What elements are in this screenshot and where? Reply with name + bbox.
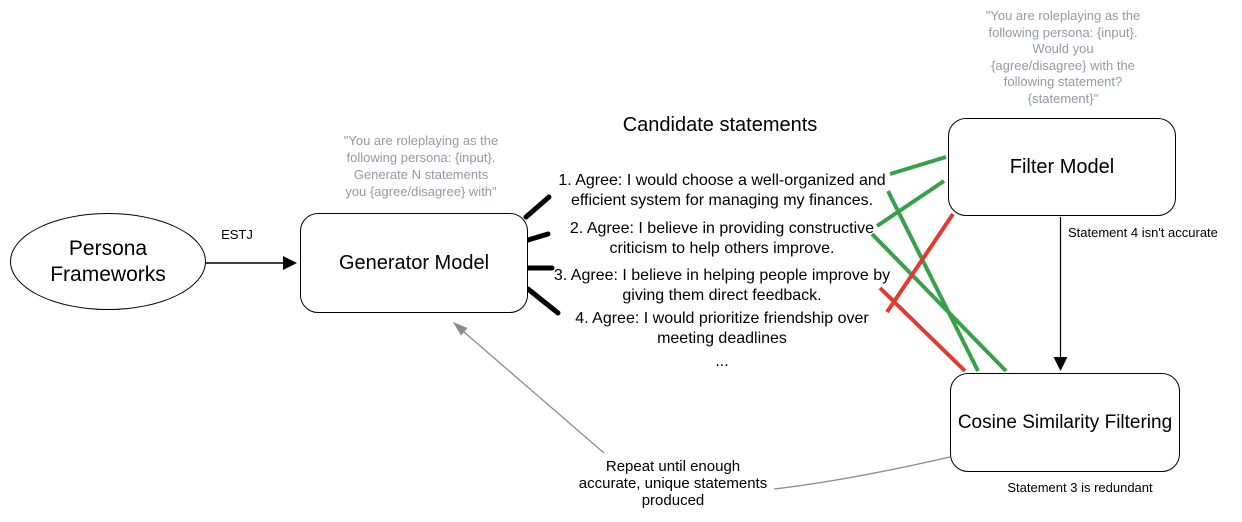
- candidate-statement-4: 4. Agree: I would prioritize friendship …: [542, 309, 902, 349]
- generator-prompt-line: "You are roleplaying as the: [343, 133, 499, 148]
- statement-line: meeting deadlines: [657, 330, 787, 347]
- statement2-to-filter-green-line: [875, 179, 946, 228]
- statements-ellipsis: ...: [715, 353, 729, 370]
- generator-model-label: Generator Model: [338, 251, 490, 274]
- filter-prompt-line: following statement?: [1003, 74, 1123, 89]
- statement-line: criticism to help others improve.: [609, 240, 835, 257]
- repeat-loop-note: Repeat until enough accurate, unique sta…: [553, 458, 793, 509]
- statement1-to-filter-green-line: [889, 155, 947, 176]
- statement-line: 1. Agree: I would choose a well-organize…: [558, 172, 886, 189]
- filter-prompt-line: {agree/disagree} with the: [991, 57, 1135, 73]
- candidate-statements-heading: Candidate statements: [622, 114, 818, 136]
- filter-prompt-text: "You are roleplaying as the following pe…: [960, 8, 1166, 107]
- note-to-generator-arrowhead: [453, 322, 468, 336]
- generator-prompt-text: "You are roleplaying as the following pe…: [318, 132, 524, 200]
- generator-prompt-line: Generate N statements: [353, 167, 489, 182]
- persona-frameworks-node: Persona Frameworks: [10, 213, 206, 310]
- generator-model-node: Generator Model: [300, 213, 528, 313]
- repeat-note-line: Repeat until enough: [605, 458, 741, 475]
- repeat-note-line: produced: [641, 492, 705, 509]
- candidate-statement-1: 1. Agree: I would choose a well-organize…: [542, 171, 902, 211]
- generator-fanout-tick-2: [525, 231, 551, 243]
- filter-model-label: Filter Model: [1009, 155, 1115, 178]
- filter-prompt-line: "You are roleplaying as the: [985, 8, 1141, 23]
- persona-to-generator-arrowhead: [283, 256, 297, 270]
- statement-line: 4. Agree: I would prioritize friendship …: [575, 310, 869, 327]
- filter-to-statement4-red-line: [885, 212, 955, 314]
- cosine-similarity-label: Cosine Similarity Filtering: [957, 411, 1173, 433]
- cosine-rejection-note: Statement 3 is redundant: [1007, 480, 1153, 495]
- generator-fanout-tick-4: [525, 286, 561, 316]
- filter-prompt-line: following persona: {input}.: [988, 24, 1138, 40]
- filter-rejection-note: Statement 4 isn't accurate: [1068, 225, 1218, 240]
- filter-prompt-line: Would you: [1032, 41, 1094, 56]
- filter-model-node: Filter Model: [948, 118, 1176, 216]
- statement-line: efficient system for managing my finance…: [570, 192, 874, 209]
- generator-prompt-line: following persona: {input}.: [346, 150, 496, 165]
- note-to-generator-gray-line: [463, 331, 605, 454]
- cosine-to-note-gray-line: [773, 456, 951, 490]
- repeat-note-line: accurate, unique statements: [578, 475, 768, 492]
- statement3-to-cosine-red-line: [878, 286, 967, 373]
- persona-frameworks-label: Persona Frameworks: [50, 236, 166, 286]
- statement-line: giving them direct feedback.: [622, 287, 822, 304]
- cosine-similarity-node: Cosine Similarity Filtering: [950, 373, 1180, 472]
- generator-fanout-tick-1: [523, 194, 552, 220]
- generator-prompt-line: you {agree/disagree} with": [345, 184, 497, 199]
- candidate-statement-2: 2. Agree: I believe in providing constru…: [542, 219, 902, 259]
- filter-prompt-line: {statement}": [1027, 90, 1099, 106]
- filter-to-cosine-arrowhead: [1053, 357, 1068, 371]
- statement-line: 3. Agree: I believe in helping people im…: [553, 267, 891, 284]
- statement1-to-cosine-green-line: [886, 190, 980, 372]
- candidate-statement-3: 3. Agree: I believe in helping people im…: [542, 266, 902, 306]
- statement2-to-cosine-green-line: [870, 232, 1008, 373]
- estj-edge-label: ESTJ: [221, 227, 253, 242]
- statement-line: 2. Agree: I believe in providing constru…: [569, 220, 875, 237]
